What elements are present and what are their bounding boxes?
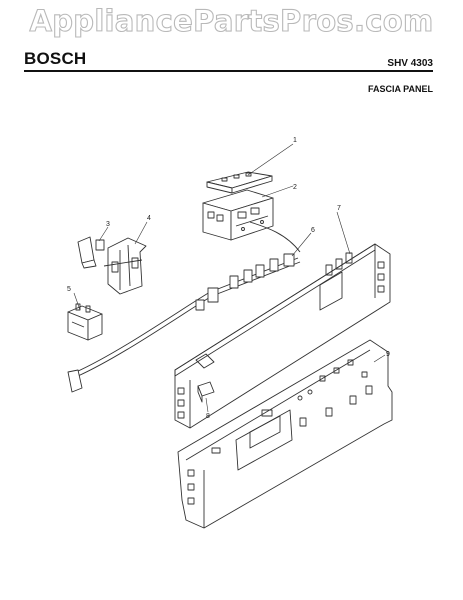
callout-2: 2 (293, 184, 297, 191)
part-8-button (197, 381, 215, 403)
watermark: AppliancePartsPros.com (29, 3, 434, 38)
callout-labels: 1 2 3 4 5 6 7 8 9 (67, 137, 390, 420)
part-3-switch (77, 236, 105, 269)
part-4-switch-assembly (103, 237, 147, 295)
callout-7: 7 (337, 205, 341, 212)
part-7-fascia-frame (174, 243, 391, 429)
callout-1: 1 (293, 137, 297, 144)
callout-5: 5 (67, 286, 71, 293)
leader-lines (73, 143, 386, 413)
callout-3: 3 (106, 221, 110, 228)
header-rule (24, 70, 433, 72)
part-6-wiring-harness (67, 221, 301, 393)
callout-4: 4 (147, 215, 151, 222)
part-2-control-module (202, 189, 274, 241)
section-title: FASCIA PANEL (367, 84, 433, 94)
brand-logo: BOSCH (24, 49, 87, 68)
callout-9: 9 (386, 351, 390, 358)
callout-6: 6 (311, 227, 315, 234)
part-9-inner-panel (177, 339, 393, 529)
part-5-relay (67, 303, 103, 341)
callout-8: 8 (206, 413, 210, 420)
part-1-key-strip (206, 171, 273, 194)
model-number: SHV 4303 (387, 58, 433, 69)
